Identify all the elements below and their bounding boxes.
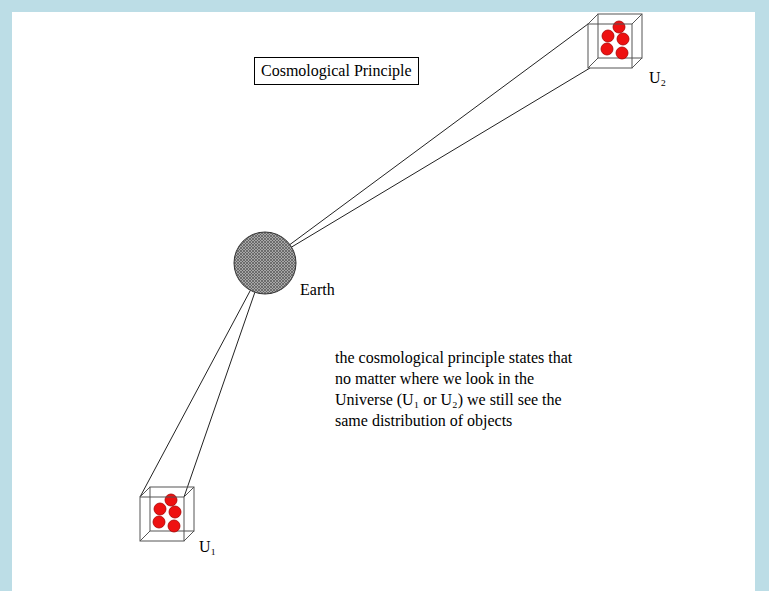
title-box: Cosmological Principle — [254, 57, 419, 85]
universe-cube: U₁ — [138, 485, 219, 559]
earth-circle — [232, 230, 298, 296]
earth-node: Earth — [232, 230, 337, 302]
cube-figure — [138, 485, 198, 545]
region-label: U₁ — [199, 537, 216, 557]
white-panel — [12, 12, 755, 591]
sight-cone — [140, 290, 255, 497]
note-text: the cosmological principle states that n… — [335, 347, 575, 431]
cube-figure — [586, 12, 646, 72]
earth-label: Earth — [300, 280, 335, 300]
region-label: U₂ — [649, 68, 666, 88]
universe-cube: U₂ — [586, 12, 669, 90]
